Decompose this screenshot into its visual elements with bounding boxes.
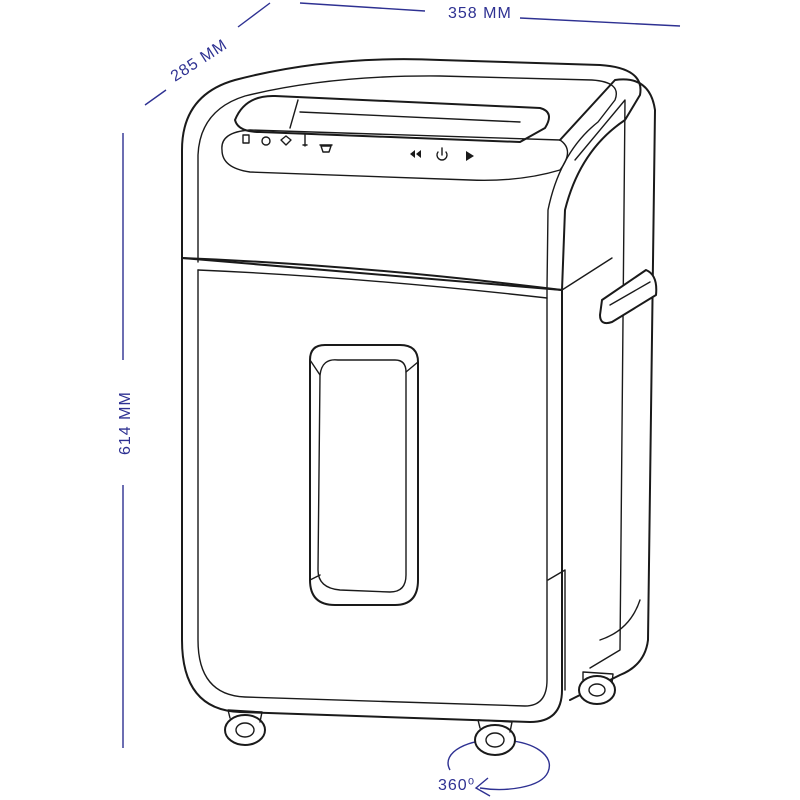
height-label: 614 MM (117, 391, 134, 455)
paper-icon (242, 134, 250, 144)
front-cabinet-inner-edge (197, 269, 548, 707)
control-buttons[interactable] (410, 147, 474, 161)
width-dimension-line-right (519, 17, 681, 27)
viewing-window-bevel (309, 359, 419, 581)
caster-hub (588, 683, 606, 697)
viewing-window-inner (317, 359, 407, 593)
shredder (181, 58, 658, 756)
width-dimension: 358 MM (299, 2, 681, 27)
caster-wheel (474, 724, 516, 756)
width-dimension-line-left (299, 2, 426, 12)
forward-icon[interactable] (466, 151, 474, 161)
bin-full-icon (319, 144, 333, 153)
depth-label: 285 MM (168, 36, 231, 85)
paper-slot-opening (299, 111, 521, 123)
head-bin-seam (181, 257, 563, 291)
height-dimension: 614 MM (117, 133, 134, 748)
rotation-arrowhead-icon (474, 777, 491, 797)
depth-dimension-line-bottom (144, 89, 167, 106)
caster-bracket (582, 671, 614, 684)
side-handle (599, 269, 658, 325)
caster-hub (235, 722, 255, 738)
caster-front-left (224, 709, 266, 746)
caster-wheel (224, 714, 266, 746)
caster-front-right (474, 719, 516, 756)
depth-dimension-line-top (237, 2, 271, 28)
depth-dimension: 285 MM (144, 2, 271, 106)
head-bin-seam-inner (197, 269, 548, 299)
side-seam (561, 257, 613, 291)
caster-hub (485, 732, 505, 748)
paper-slot-guide (289, 99, 299, 129)
caster-wheel (578, 675, 616, 705)
cabinet-side-seam (547, 569, 566, 691)
indicator-icons (242, 133, 333, 153)
control-panel (221, 129, 569, 181)
rotation-indicator: 360⁰ (438, 739, 551, 797)
rotation-label: 360⁰ (438, 777, 475, 794)
caster-back-right (578, 671, 616, 705)
temperature-icon (302, 133, 308, 147)
side-panel-inner-edge (574, 99, 626, 669)
side-panel-outline (559, 78, 656, 701)
width-label: 358 MM (448, 5, 512, 22)
side-panel-corner (599, 599, 641, 641)
viewing-window (309, 344, 419, 606)
paper-feed-slot (234, 94, 550, 143)
head-unit-inner-edge (197, 75, 617, 289)
reverse-icon[interactable] (410, 150, 421, 158)
side-handle-groove (609, 281, 651, 306)
caster-bracket (227, 709, 263, 723)
head-unit-outline (181, 58, 642, 291)
front-cabinet-outline (181, 257, 563, 723)
power-icon[interactable] (436, 147, 448, 161)
caster-bracket (477, 719, 513, 733)
credit-card-icon (280, 135, 292, 146)
rotation-arc (447, 739, 551, 791)
cd-icon (261, 136, 271, 146)
